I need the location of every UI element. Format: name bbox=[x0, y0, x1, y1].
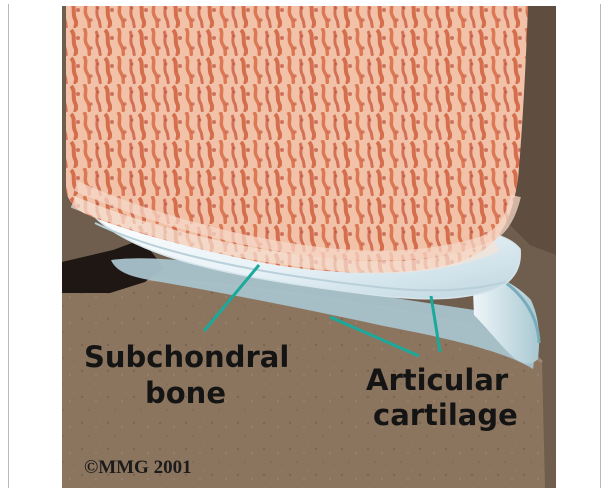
articular-label-line-2: cartilage bbox=[373, 398, 518, 432]
copyright-text: ©MMG 2001 bbox=[84, 457, 192, 478]
subchondral-label-line-2: bone bbox=[145, 376, 226, 410]
articular-label-line-1: Articular bbox=[366, 363, 509, 397]
subchondral-label-line-1: Subchondral bbox=[84, 340, 289, 374]
